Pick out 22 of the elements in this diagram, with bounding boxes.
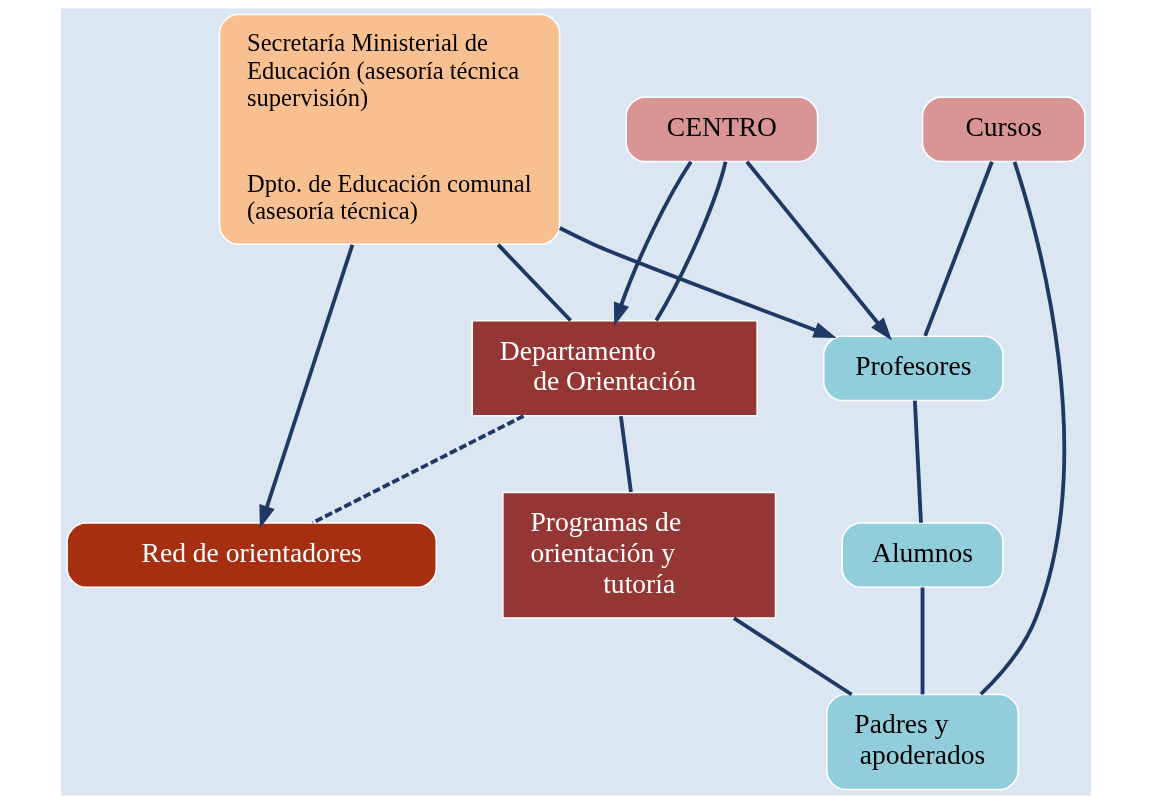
- arrow: [558, 226, 837, 339]
- connector: [979, 161, 1067, 696]
- node-box: Padres y apoderados: [826, 693, 1019, 791]
- node-box: Red de orientadores: [66, 522, 437, 589]
- connector: [732, 616, 853, 697]
- node-box: CENTRO: [625, 96, 819, 163]
- node-box: Cursos: [921, 96, 1086, 163]
- node-box: Secretaría Ministerial de Educación (asesoría técnica supervisión) Dpto. de Educación comunal (asesoría técnica): [218, 13, 561, 245]
- arrow: [745, 160, 892, 341]
- connector: [654, 161, 728, 322]
- connector: [923, 161, 994, 337]
- arrow: [613, 160, 693, 326]
- arrow: [259, 244, 355, 529]
- connector: [618, 415, 633, 493]
- node-box: Programas de orientación y tutoría: [502, 491, 777, 619]
- connector: [920, 587, 925, 695]
- connector: [912, 400, 923, 523]
- node-box: Departamento de Orientación: [471, 320, 758, 417]
- node-box: Alumnos: [841, 522, 1004, 589]
- connector: [311, 414, 525, 525]
- node-box: Profesores: [822, 335, 1004, 402]
- connector: [496, 243, 572, 322]
